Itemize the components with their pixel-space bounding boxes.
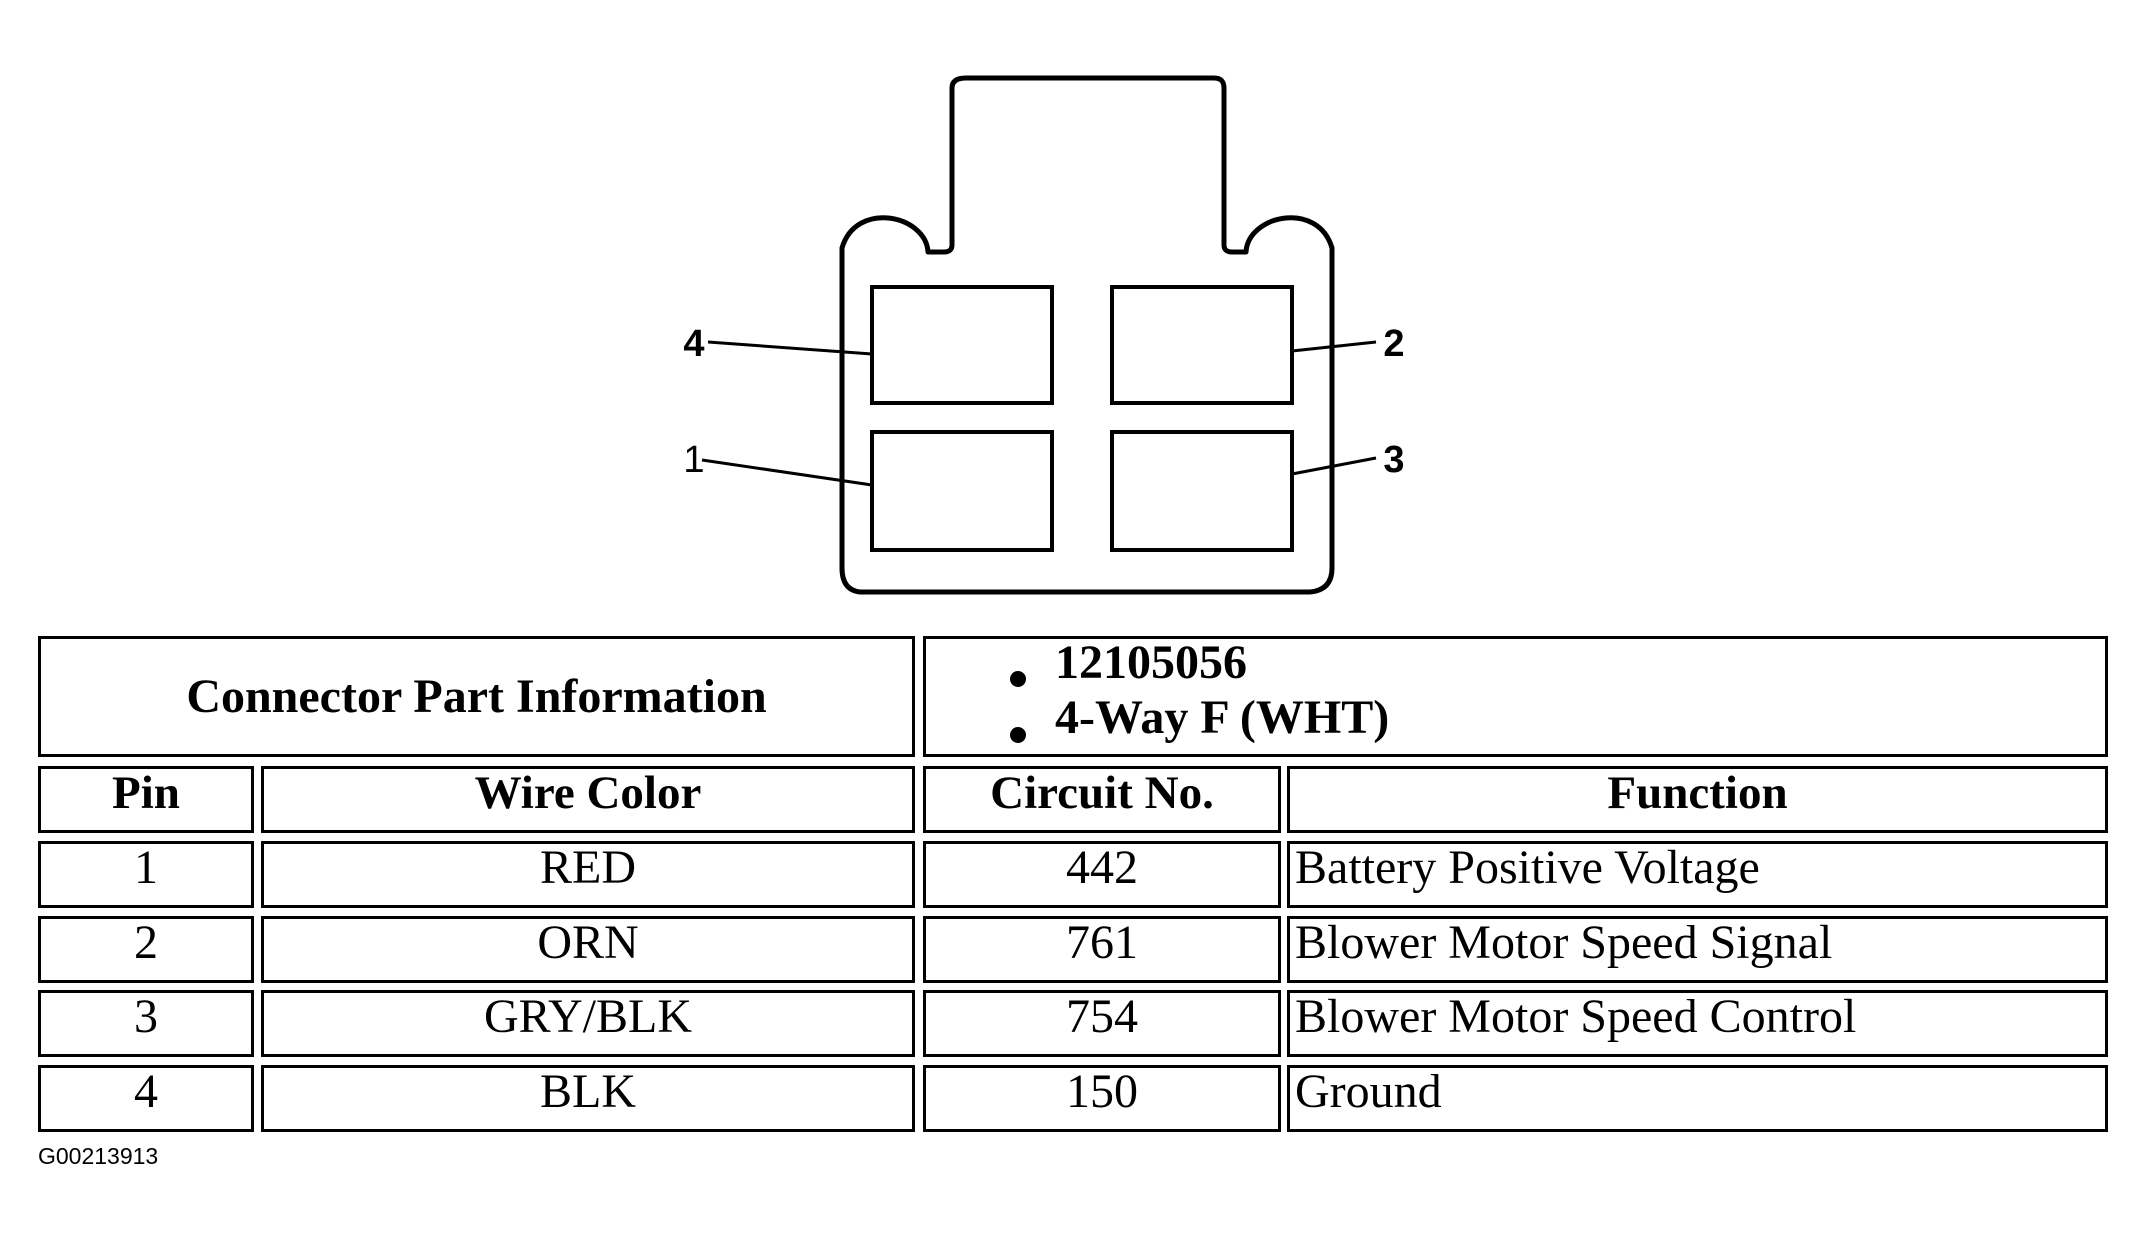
- row-3-wire-color: GRY/BLK: [261, 990, 915, 1057]
- row-3-function: Blower Motor Speed Control: [1287, 990, 2108, 1057]
- part-info-title: Connector Part Information: [186, 670, 767, 723]
- leader-line-pin-1: [701, 458, 873, 487]
- row-4-pin: 4: [38, 1065, 254, 1132]
- bullet-icon: [1010, 727, 1026, 743]
- leader-line-pin-4: [707, 340, 873, 356]
- pin-label-2: 2: [1383, 323, 1404, 365]
- figure-id: G00213913: [38, 1143, 159, 1169]
- col-header-pin: Pin: [38, 766, 254, 833]
- row-4-wire-color: BLK: [261, 1065, 915, 1132]
- leader-line-pin-2: [1291, 340, 1377, 353]
- pin-label-1: 1: [683, 439, 704, 481]
- row-2-wire-color: ORN: [261, 916, 915, 983]
- cavity-pin-3: [1110, 430, 1294, 552]
- row-3-pin: 3: [38, 990, 254, 1057]
- row-1-circuit-no: 442: [923, 841, 1281, 908]
- part-info-values-cell: 12105056 4-Way F (WHT): [923, 636, 2108, 757]
- row-2-circuit-no: 761: [923, 916, 1281, 983]
- row-2-function: Blower Motor Speed Signal: [1287, 916, 2108, 983]
- row-3-circuit-no: 754: [923, 990, 1281, 1057]
- row-2-pin: 2: [38, 916, 254, 983]
- row-4-function: Ground: [1287, 1065, 2108, 1132]
- leader-line-pin-3: [1291, 456, 1377, 476]
- part-info-title-cell: Connector Part Information: [38, 636, 915, 757]
- pin-label-3: 3: [1383, 439, 1404, 481]
- row-1-wire-color: RED: [261, 841, 915, 908]
- part-number: 12105056: [1055, 636, 1247, 689]
- col-header-wire-color: Wire Color: [261, 766, 915, 833]
- connector-face-diagram: 4 2 1 3: [683, 75, 1405, 595]
- col-header-function: Function: [1287, 766, 2108, 833]
- cavity-pin-1: [870, 430, 1054, 552]
- row-4-circuit-no: 150: [923, 1065, 1281, 1132]
- col-header-circuit-no: Circuit No.: [923, 766, 1281, 833]
- connector-housing: [839, 75, 1335, 595]
- pin-label-4: 4: [683, 323, 704, 365]
- cavity-pin-2: [1110, 285, 1294, 405]
- row-1-function: Battery Positive Voltage: [1287, 841, 2108, 908]
- bullet-icon: [1010, 671, 1026, 687]
- cavity-pin-4: [870, 285, 1054, 405]
- connector-type: 4-Way F (WHT): [1055, 691, 1390, 744]
- row-1-pin: 1: [38, 841, 254, 908]
